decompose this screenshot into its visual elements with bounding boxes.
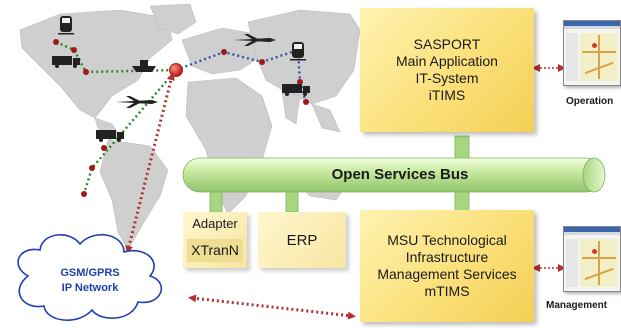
ship-icon [132, 60, 156, 72]
adapter-box[interactable]: Adapter XTranN [183, 212, 247, 268]
msu-services: Management Services [377, 266, 517, 282]
msu-name: mTIMS [424, 283, 470, 299]
hub-icon [169, 63, 183, 77]
route-node [89, 165, 95, 171]
bus-connectors [209, 135, 470, 215]
train-icon [290, 42, 306, 61]
continent-asia [247, 9, 361, 105]
route-node [53, 39, 59, 45]
management-screenshot-icon[interactable] [563, 226, 621, 292]
route-node [221, 49, 227, 55]
erp-label: ERP [286, 231, 318, 249]
airplane-icon [234, 34, 276, 46]
route-node [303, 99, 309, 105]
link-network-msu [188, 294, 356, 320]
route-node [71, 47, 77, 53]
network-line-2: IP Network [61, 282, 119, 294]
continent-southeast-asia [311, 103, 341, 133]
truck-icon [96, 130, 124, 142]
train-icon [58, 16, 74, 35]
truck-icon [52, 56, 80, 68]
main-app-box[interactable]: SASPORT Main Application IT-System iTIMS [360, 8, 534, 132]
truck-icon [282, 84, 310, 96]
connector-adapter [209, 189, 223, 213]
route-node [101, 145, 107, 151]
network-line-1: GSM/GPRS [60, 267, 120, 279]
continent-greenland [149, 3, 197, 35]
continent-india [281, 91, 301, 125]
route-node [81, 191, 87, 197]
adapter-title: Adapter [192, 216, 238, 231]
cloud-icon [17, 234, 162, 321]
msu-subtitle: Infrastructure [405, 249, 489, 265]
bus [182, 157, 606, 193]
continent-north-america [19, 9, 173, 119]
msu-box[interactable]: MSU Technological Infrastructure Managem… [360, 210, 534, 322]
msu-title: MSU Technological [387, 232, 507, 248]
main-app-subtitle: Main Application [396, 53, 498, 69]
connector-erp [285, 189, 299, 213]
erp-box[interactable]: ERP [258, 212, 346, 268]
management-label: Management [546, 300, 608, 311]
operation-screenshot-icon[interactable] [563, 20, 621, 86]
main-app-name: iTIMS [428, 87, 466, 103]
continent-africa [185, 77, 273, 215]
connector-main-app [454, 135, 470, 161]
network-label: GSM/GPRS IP Network [40, 266, 140, 296]
continent-south-america [99, 139, 169, 251]
main-app-system: IT-System [415, 70, 479, 86]
route-node [83, 69, 89, 75]
bus-label: Open Services Bus [331, 166, 469, 183]
route-node [259, 59, 265, 65]
adapter-name: XTranN [187, 239, 243, 262]
operation-label: Operation [566, 96, 614, 107]
main-app-title: SASPORT [413, 36, 481, 52]
route-node [297, 79, 303, 85]
